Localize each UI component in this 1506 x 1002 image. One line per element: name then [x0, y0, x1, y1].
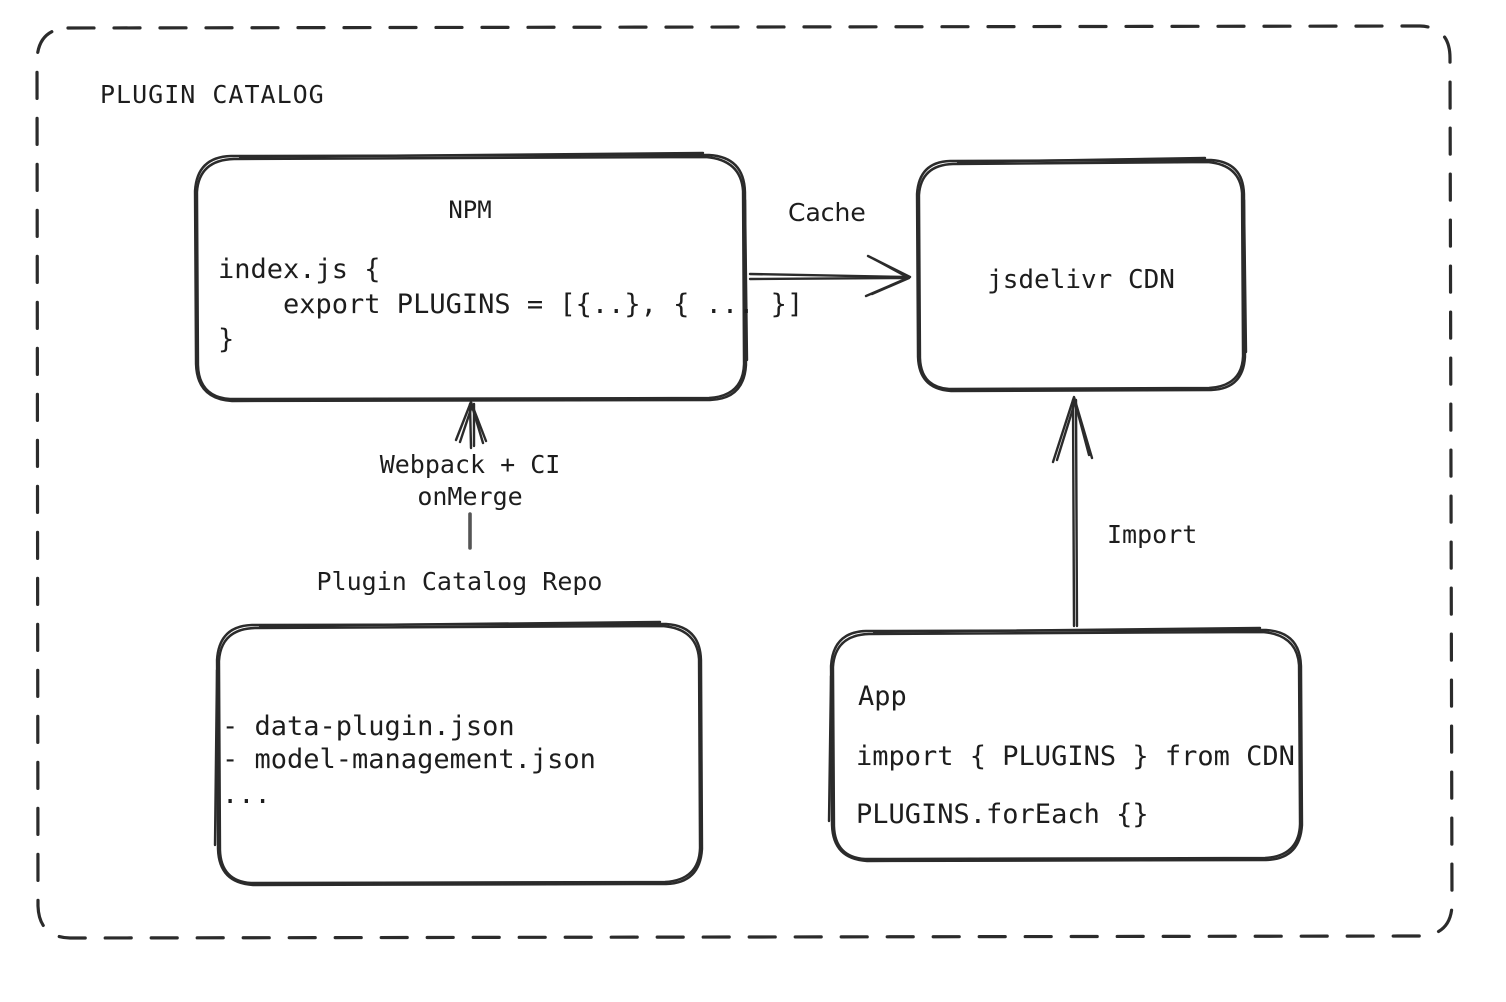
npm-code-line-1: index.js { [218, 254, 381, 285]
cdn-node-title: jsdelivr CDN [987, 265, 1175, 295]
page-title: PLUGIN CATALOG [100, 80, 325, 109]
cache-edge-label: Cache [788, 198, 866, 227]
import-arrow [1051, 395, 1094, 628]
app-code-line-1: import { PLUGINS } from CDN [856, 741, 1295, 772]
app-node-title: App [858, 681, 907, 712]
repo-node-caption: Plugin Catalog Repo [316, 567, 603, 596]
npm-code-line-2: export PLUGINS = [{..}, { ... }] [218, 289, 804, 320]
import-edge-label: Import [1107, 520, 1198, 549]
repo-list-item-3: ... [222, 779, 271, 810]
npm-code-line-3: } [218, 324, 235, 355]
build-arrow [454, 400, 488, 450]
app-code-line-2: PLUGINS.forEach {} [856, 799, 1149, 830]
repo-list-item-1: - data-plugin.json [222, 711, 515, 742]
build-edge-label-line2: onMerge [417, 482, 523, 511]
npm-node-title: NPM [448, 196, 492, 224]
build-edge-label-line1: Webpack + CI [379, 450, 561, 479]
repo-list-item-2: - model-management.json [222, 744, 596, 775]
